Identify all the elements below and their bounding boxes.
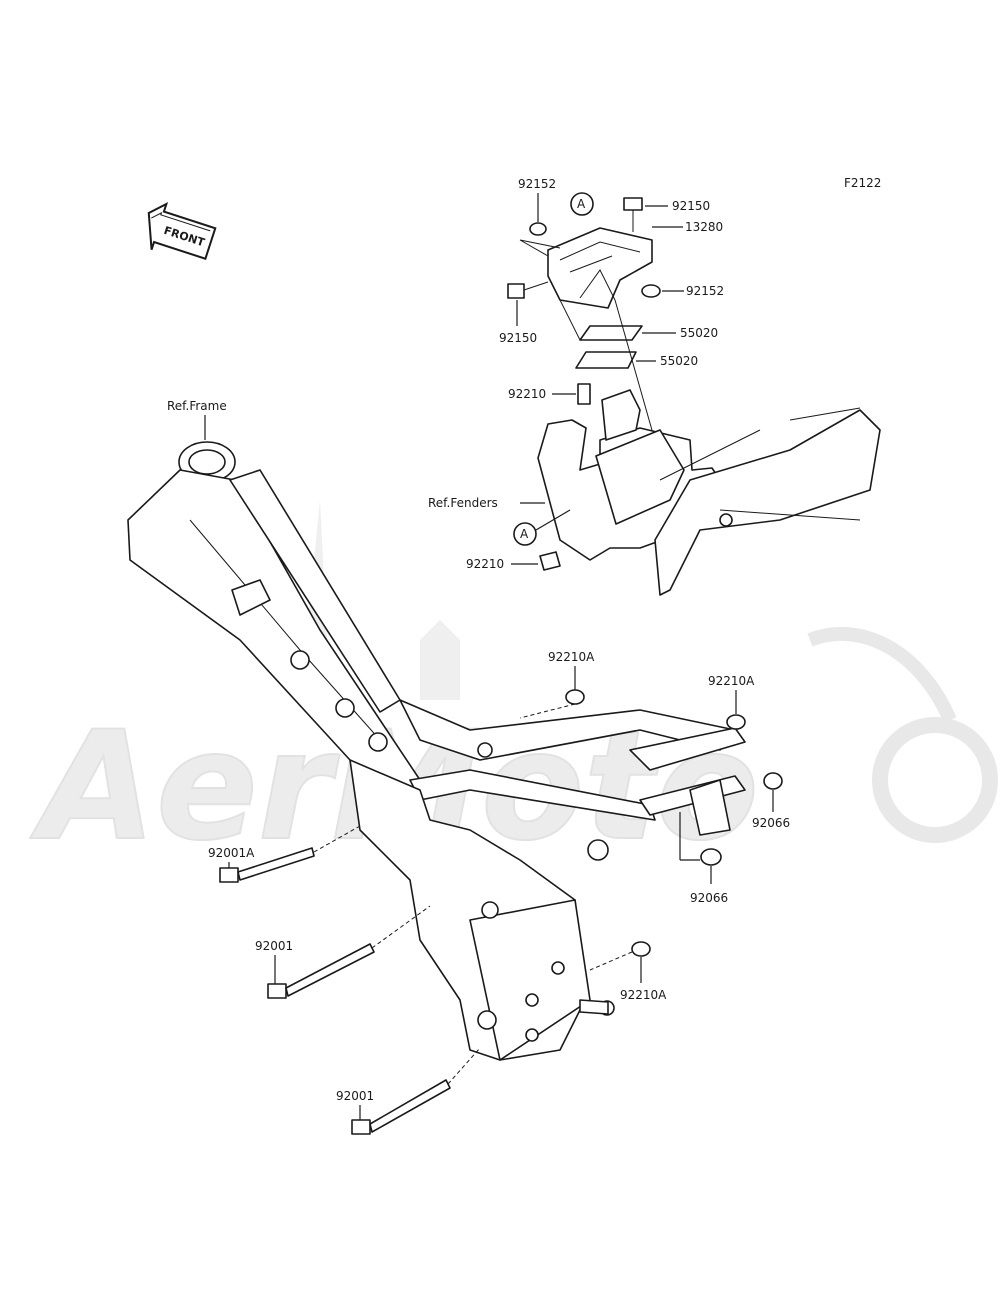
pivot-hole-2 [477, 1010, 497, 1030]
watermark-wheel-icon [872, 717, 998, 843]
pad-55020-b [575, 351, 637, 369]
frame-hole-4 [477, 742, 493, 758]
bolt-92150-left-head [507, 283, 525, 299]
rear-tube-top [629, 727, 746, 771]
callout-92210-bottom: 92210 [466, 557, 504, 571]
nut-92210A-right [726, 714, 746, 730]
callout-92152-right: 92152 [686, 284, 724, 298]
callout-92001-low: 92001 [336, 1089, 374, 1103]
callout-92210A-right: 92210A [708, 674, 755, 688]
callout-92210-top: 92210 [508, 387, 546, 401]
guide-92001A [313, 825, 361, 853]
front-arrow-icon: FRONT [147, 202, 217, 260]
callout-92150-left: 92150 [499, 331, 537, 345]
rear-fender-detail [659, 407, 861, 521]
ref-a-top: A [577, 197, 586, 211]
guide-92210A-low [589, 951, 633, 971]
pivot-hole-3 [525, 993, 539, 1007]
frame-hole-3 [368, 732, 388, 752]
frame-hole-2 [335, 698, 355, 718]
frame-hole-1 [290, 650, 310, 670]
bolt-92150-top-head [623, 197, 643, 211]
pivot-hole-5 [551, 961, 565, 975]
nut-92152-top [529, 222, 547, 236]
bolt-92001-mid-shaft [285, 943, 375, 997]
fender-block [601, 389, 641, 441]
ecu-bracket-assembly: A 92152 92150 13280 92152 92150 55020 55… [428, 177, 881, 596]
callout-55020-a: 55020 [680, 326, 718, 340]
pivot-hole-4 [525, 1028, 539, 1042]
bolt-92001A-shaft [237, 847, 315, 881]
ref-fenders-label: Ref.Fenders [428, 496, 498, 510]
leader-ref-a-bottom [535, 509, 571, 531]
lower-callouts: 92210A 92210A 92066 92066 92001A 92001 [208, 650, 790, 1135]
ref-a-bottom: A [520, 527, 529, 541]
down-tube-cutout [231, 579, 271, 616]
callout-92210A-low: 92210A [620, 988, 667, 1002]
pivot-hole-1 [481, 901, 499, 919]
guide-92001-mid [371, 905, 431, 949]
cap-92066-bottom [700, 848, 722, 866]
bolt-92001-low-shaft [369, 1079, 451, 1133]
bolt-92001-mid-head [267, 983, 287, 999]
bracket-13280 [547, 227, 653, 309]
main-frame: Ref.Frame [127, 399, 746, 1061]
ecu-box [595, 429, 685, 525]
fender-hole [719, 513, 733, 527]
bracket-13280-detail [559, 241, 641, 301]
watermark-bike-icon [807, 626, 957, 723]
ref-a-top-circle [570, 192, 594, 216]
callout-92210A-top: 92210A [548, 650, 595, 664]
nut-92210A-top [565, 689, 585, 705]
callout-92152-top: 92152 [518, 177, 556, 191]
bolt-92001A-head [219, 867, 239, 883]
watermark-tower-icon [300, 500, 460, 700]
callout-92001-mid: 92001 [255, 939, 293, 953]
cross-tube-end [587, 839, 609, 861]
nut-92152-right [641, 284, 661, 298]
diagram-code: F2122 [844, 176, 881, 190]
bolt-92001-low-head [351, 1119, 371, 1135]
clip-92210-top [577, 383, 591, 405]
clip-92210-bottom [539, 551, 561, 571]
ref-a-bottom-circle [513, 522, 537, 546]
callout-13280: 13280 [685, 220, 723, 234]
guide-92001-low [447, 1047, 481, 1085]
callout-92150-top: 92150 [672, 199, 710, 213]
head-pipe-inner [188, 449, 226, 475]
pad-55020-a [579, 325, 643, 341]
ref-frame-label: Ref.Frame [167, 399, 227, 413]
shaft [579, 999, 609, 1015]
callout-92001A: 92001A [208, 846, 255, 860]
callout-92066-right: 92066 [752, 816, 790, 830]
guide-92210A-top [519, 703, 576, 719]
callout-92066-bottom: 92066 [690, 891, 728, 905]
bracket-edge-line [519, 239, 561, 257]
rear-mount-plate [689, 779, 731, 836]
nut-92210A-low [631, 941, 651, 957]
bolt-92150-left-shaft [523, 281, 549, 291]
guide-line-1 [547, 275, 581, 341]
cap-92066-right [763, 772, 783, 790]
rear-fender [654, 409, 881, 596]
callout-55020-b: 55020 [660, 354, 698, 368]
